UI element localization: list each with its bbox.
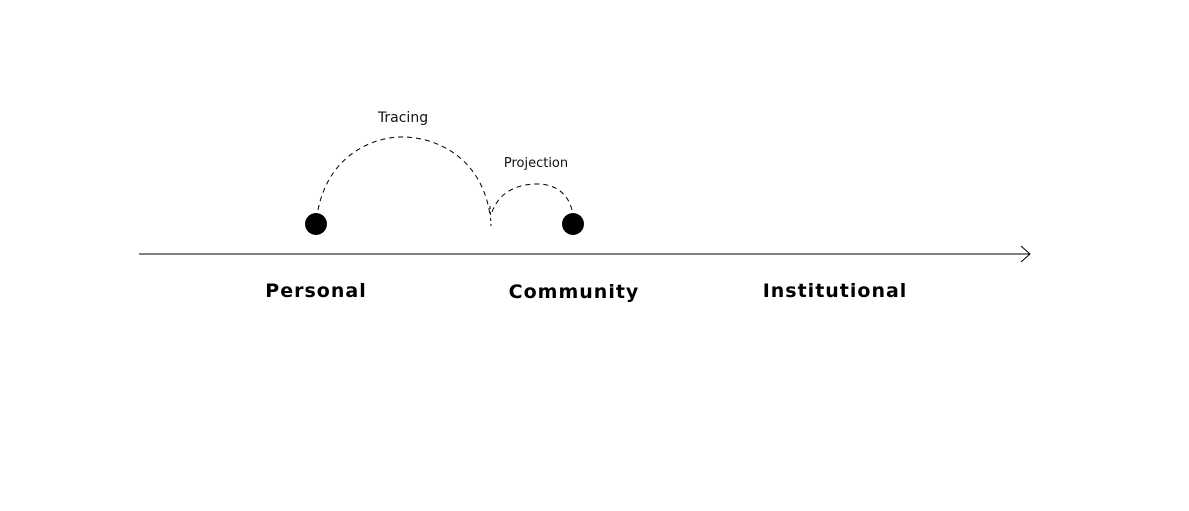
- projection-arc: [491, 183, 573, 213]
- stage-label-institutional: Institutional: [763, 280, 908, 302]
- tracing-arc: [317, 136, 491, 216]
- stage-label-personal: Personal: [265, 280, 366, 302]
- projection-label: Projection: [504, 156, 568, 171]
- personal-dot: [305, 213, 327, 235]
- stage-label-community: Community: [509, 281, 640, 303]
- tracing-label: Tracing: [377, 110, 428, 126]
- axis-arrowhead: [1020, 245, 1031, 263]
- tracing-arc-tail: [489, 205, 492, 227]
- community-dot: [562, 213, 584, 235]
